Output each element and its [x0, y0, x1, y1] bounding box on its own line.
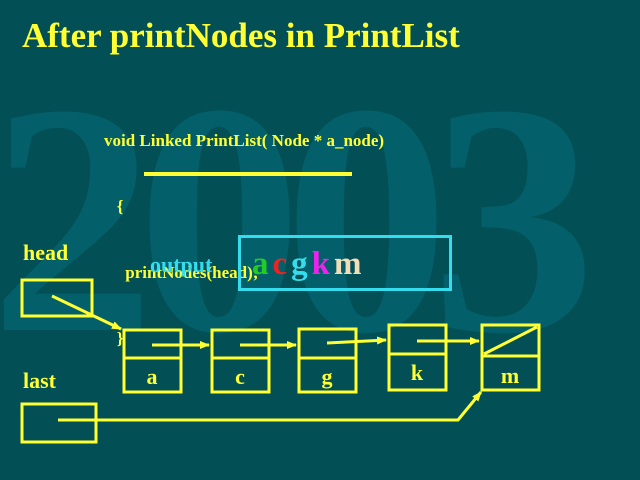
code-line: } [104, 329, 124, 348]
node-value: g [322, 364, 333, 389]
output-token: g [291, 246, 308, 282]
output-token: k [311, 246, 331, 282]
code-line: { [104, 197, 124, 216]
head-label: head [23, 240, 69, 265]
output-token: m [334, 246, 362, 282]
output-token: c [272, 246, 288, 282]
code-line: void Linked PrintList( Node * a_node) [104, 131, 385, 150]
node-value: c [235, 364, 245, 389]
head-pointer-box [20, 278, 94, 318]
output-label: output [150, 252, 213, 277]
node-value: m [501, 363, 519, 388]
last-label: last [23, 368, 56, 393]
head-arrow [51, 294, 122, 331]
list-node-m: m [480, 323, 541, 392]
list-node-a: a [122, 328, 183, 394]
list-node-g: g [297, 327, 358, 394]
node-value: a [147, 364, 158, 389]
node-box [210, 328, 271, 394]
node-box [122, 328, 183, 394]
null-pointer-slash [483, 325, 538, 356]
node-value: k [411, 360, 424, 385]
next-arrow [326, 336, 387, 345]
last-pointer-box [20, 402, 98, 444]
code-block: void Linked PrintList( Node * a_node) { … [104, 86, 384, 394]
list-node-c: c [210, 328, 271, 394]
node-box [297, 327, 358, 394]
slide-title: After printNodes in PrintList [22, 16, 460, 55]
last-arrow [58, 391, 483, 422]
output-token: a [252, 246, 269, 282]
output-box [238, 235, 452, 291]
list-node-k: k [387, 323, 448, 392]
code-line: printNodes(head); [104, 263, 259, 282]
node-box [387, 323, 448, 392]
